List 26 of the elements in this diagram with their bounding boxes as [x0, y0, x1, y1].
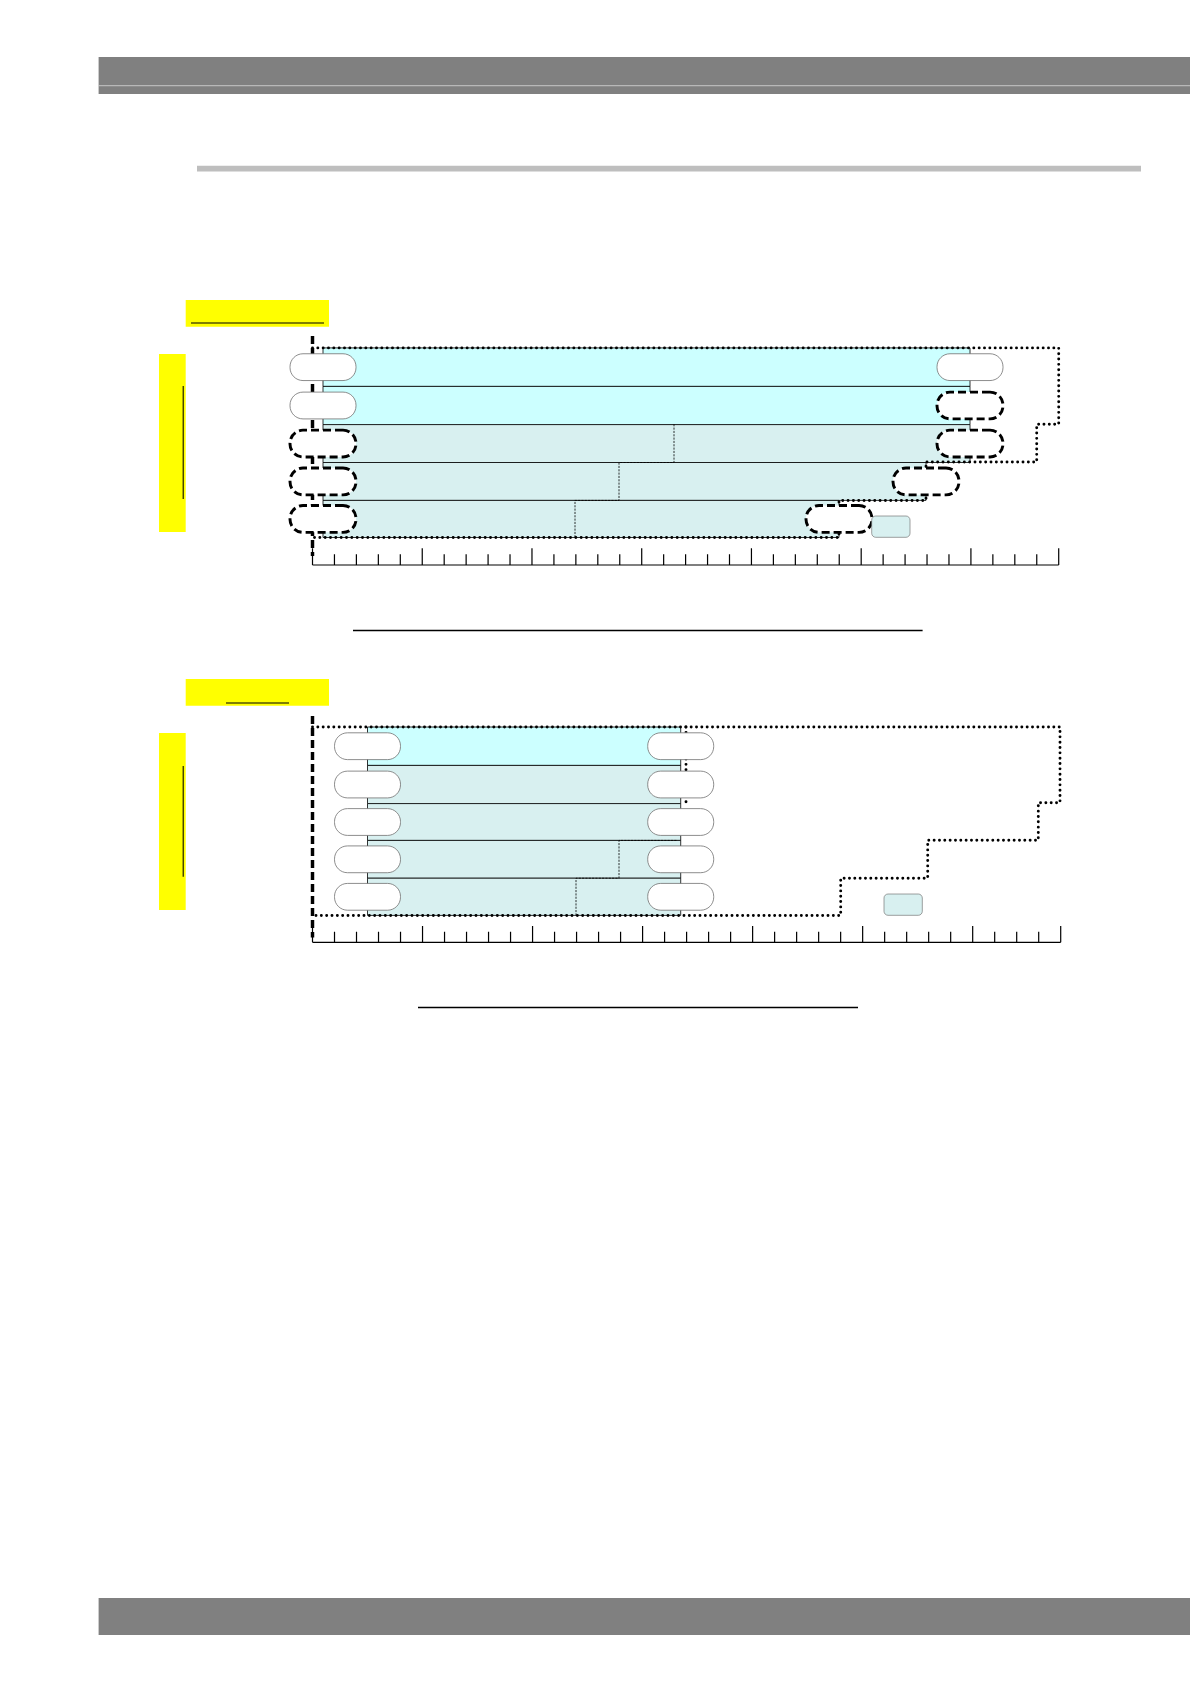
pill — [334, 845, 401, 874]
pill — [647, 883, 715, 911]
pill — [647, 732, 715, 760]
pill — [935, 428, 1005, 459]
pill — [334, 883, 401, 911]
timeline-bar — [322, 462, 927, 501]
pill — [935, 390, 1005, 421]
timeline-bar — [322, 347, 971, 387]
pill — [289, 353, 357, 381]
pill — [334, 732, 401, 760]
pill — [334, 770, 401, 799]
swatch — [871, 515, 911, 538]
pill — [647, 808, 715, 836]
pill — [936, 353, 1004, 381]
timeline-bar — [322, 386, 971, 425]
timeline-bar — [322, 424, 971, 463]
pill — [334, 808, 401, 836]
swatch — [883, 893, 923, 916]
pill — [891, 466, 961, 497]
pill — [288, 428, 358, 459]
pill — [647, 770, 715, 799]
pill — [289, 391, 357, 420]
pill — [288, 504, 358, 534]
pill — [647, 845, 715, 874]
pill — [804, 504, 874, 534]
pill — [288, 466, 358, 497]
